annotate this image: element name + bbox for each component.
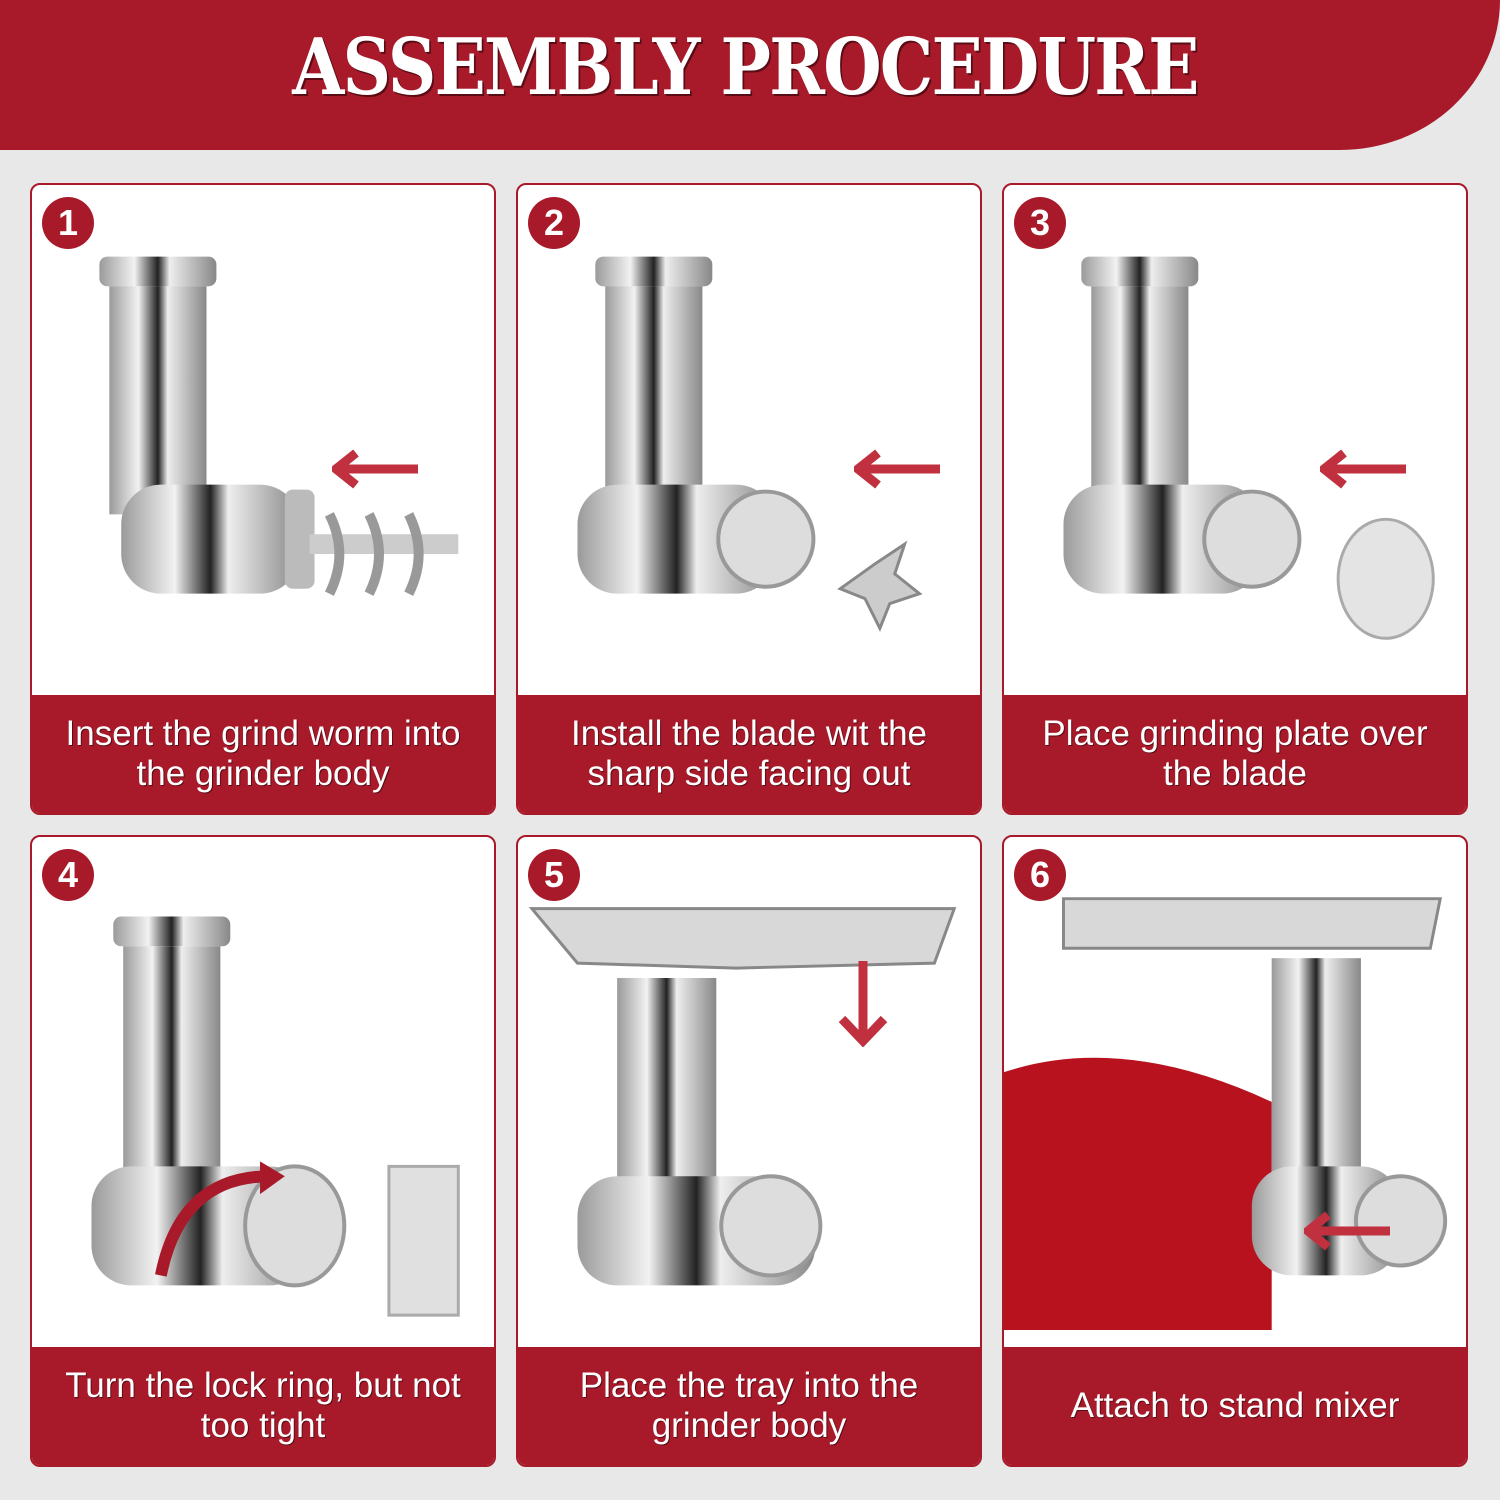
step-caption: Place the tray into the grinder body (518, 1347, 980, 1465)
step-number-badge: 3 (1014, 197, 1066, 249)
step-card-5: 5 Place the tray into the grinder body (516, 835, 982, 1467)
grinder-worm-illustration (99, 256, 459, 596)
step-number-badge: 5 (528, 849, 580, 901)
step-caption: Attach to stand mixer (1004, 1347, 1466, 1465)
left-arrow-icon (332, 449, 418, 489)
step-number-badge: 4 (42, 849, 94, 901)
step-caption: Insert the grind worm into the grinder b… (32, 695, 494, 813)
step-caption: Install the blade wit the sharp side fac… (518, 695, 980, 813)
step-card-6: 6 Attach to stand mixer (1002, 835, 1468, 1467)
step-number-badge: 6 (1014, 849, 1066, 901)
step-number-badge: 1 (42, 197, 94, 249)
step-card-1: 1 Insert the grind worm into the grinder… (30, 183, 496, 815)
grinder-lock-ring-illustration (91, 916, 460, 1317)
grinder-tray-illustration (528, 907, 957, 1286)
step-card-2: 2 Install the blade wit the sharp side f… (516, 183, 982, 815)
step-card-3: 3 Place grinding plate over the blade (1002, 183, 1468, 815)
title-banner: ASSEMBLY PROCEDURE (0, 0, 1500, 150)
step-number-badge: 2 (528, 197, 580, 249)
left-arrow-icon (1320, 449, 1406, 489)
left-arrow-icon (854, 449, 940, 489)
grinder-mixer-illustration (1004, 897, 1448, 1330)
step-caption: Turn the lock ring, but not too tight (32, 1347, 494, 1465)
grinder-plate-illustration (1063, 256, 1435, 640)
down-arrow-icon (838, 961, 888, 1047)
page-title: ASSEMBLY PROCEDURE (292, 22, 1199, 113)
step-caption: Place grinding plate over the blade (1004, 695, 1466, 813)
grinder-blade-illustration (577, 256, 923, 633)
curved-arrow-icon (155, 1170, 271, 1277)
left-arrow-icon (1304, 1211, 1390, 1251)
step-card-4: 4 Turn the lock ring, but not too tight (30, 835, 496, 1467)
